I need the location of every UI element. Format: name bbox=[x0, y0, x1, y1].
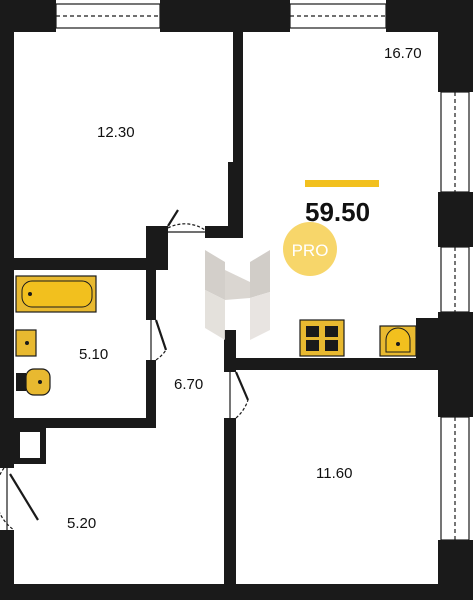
wall-bedroom-bottom bbox=[14, 258, 152, 270]
wall-top-left bbox=[0, 0, 56, 32]
wall-hall-post bbox=[146, 226, 168, 270]
door-bedroom-bottom[interactable] bbox=[229, 371, 250, 419]
stove-icon bbox=[299, 319, 345, 357]
room-area-hallway: 6.70 bbox=[174, 376, 203, 393]
wall-bedroom-living-upper bbox=[233, 32, 243, 162]
wall-room-divider-upper bbox=[224, 330, 236, 372]
window-right-1 bbox=[440, 91, 470, 193]
window-right-2 bbox=[440, 246, 470, 313]
pro-badge: PRO bbox=[283, 222, 337, 276]
accent-bar bbox=[305, 180, 379, 187]
sink-icon bbox=[15, 329, 37, 357]
door-bedroom-top[interactable] bbox=[167, 209, 206, 233]
wall-bedroom2-top bbox=[236, 358, 438, 370]
window-top-left bbox=[55, 3, 161, 29]
door-bathroom[interactable] bbox=[150, 319, 168, 361]
room-area-bedroom-top-left: 12.30 bbox=[97, 124, 135, 141]
wall-left-upper bbox=[0, 0, 14, 468]
wall-bath-right-upper bbox=[146, 270, 156, 320]
window-top-right bbox=[289, 3, 387, 29]
entry-nook-inset bbox=[20, 432, 40, 458]
window-right-3 bbox=[440, 416, 470, 541]
total-area: 59.50 bbox=[305, 197, 370, 227]
doors bbox=[0, 209, 250, 531]
wall-bath-bottom bbox=[14, 418, 156, 428]
wall-bath-right-lower bbox=[146, 360, 156, 422]
room-area-entrance: 5.20 bbox=[67, 515, 96, 532]
wall-top-right-corner bbox=[386, 0, 473, 92]
wall-bottom bbox=[0, 584, 473, 600]
wall-bedroom-living-lower bbox=[228, 162, 243, 238]
watermark-logo bbox=[205, 250, 270, 340]
door-entrance[interactable] bbox=[0, 467, 39, 531]
wall-right-pier-1 bbox=[438, 192, 473, 247]
wall-room-divider-lower bbox=[224, 418, 236, 584]
room-area-bedroom-bottom-right: 11.60 bbox=[316, 465, 352, 482]
fixtures bbox=[15, 275, 417, 396]
kitchen-sink-icon bbox=[379, 325, 417, 357]
wall-doorway-top bbox=[205, 226, 235, 238]
wall-left-lower bbox=[0, 530, 14, 600]
pro-badge-label: PRO bbox=[292, 241, 329, 260]
wall-right-pier-2 bbox=[438, 312, 473, 417]
toilet-icon bbox=[16, 368, 51, 396]
interior-walls bbox=[14, 32, 438, 584]
wall-top-middle bbox=[160, 0, 290, 32]
windows bbox=[55, 3, 470, 541]
room-area-living-room: 16.70 bbox=[384, 45, 422, 62]
wall-kitchen-stub bbox=[416, 318, 438, 370]
bathtub-icon bbox=[15, 275, 97, 313]
room-area-bathroom: 5.10 bbox=[79, 346, 108, 363]
